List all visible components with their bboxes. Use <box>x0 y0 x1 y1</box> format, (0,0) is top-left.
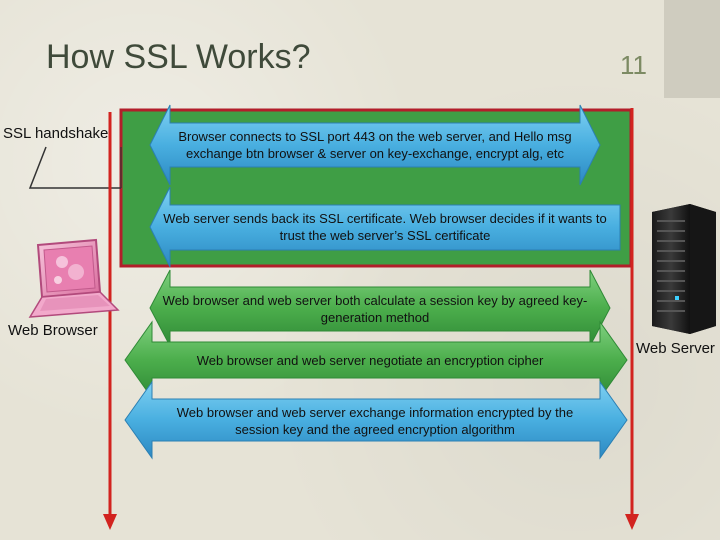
step-2-arrow <box>149 186 621 268</box>
step-1-arrow <box>149 104 601 186</box>
slide-title: How SSL Works? <box>46 38 311 76</box>
step-4-text: Web browser and web server negotiate an … <box>196 353 544 368</box>
step-3-text: Web browser and web server both calculat… <box>162 293 588 325</box>
step-2-text: Web server sends back its SSL certificat… <box>163 211 607 243</box>
server-label: Web Server <box>636 340 715 357</box>
corner-accent <box>664 0 720 98</box>
step-3-arrow <box>149 269 611 347</box>
handshake-callout-line <box>28 146 121 189</box>
client-lifeline-arrowhead <box>103 514 117 530</box>
step-5-text: Web browser and web server exchange info… <box>176 405 574 437</box>
server-rack-icon <box>652 204 716 334</box>
slide-number: 11 <box>620 50 647 80</box>
laptop-icon <box>28 238 120 318</box>
step-1-text: Browser connects to SSL port 443 on the … <box>178 129 572 161</box>
client-label: Web Browser <box>8 322 98 339</box>
handshake-label: SSL handshake <box>3 125 109 142</box>
step-5-arrow <box>124 380 628 460</box>
server-lifeline-arrowhead <box>625 514 639 530</box>
